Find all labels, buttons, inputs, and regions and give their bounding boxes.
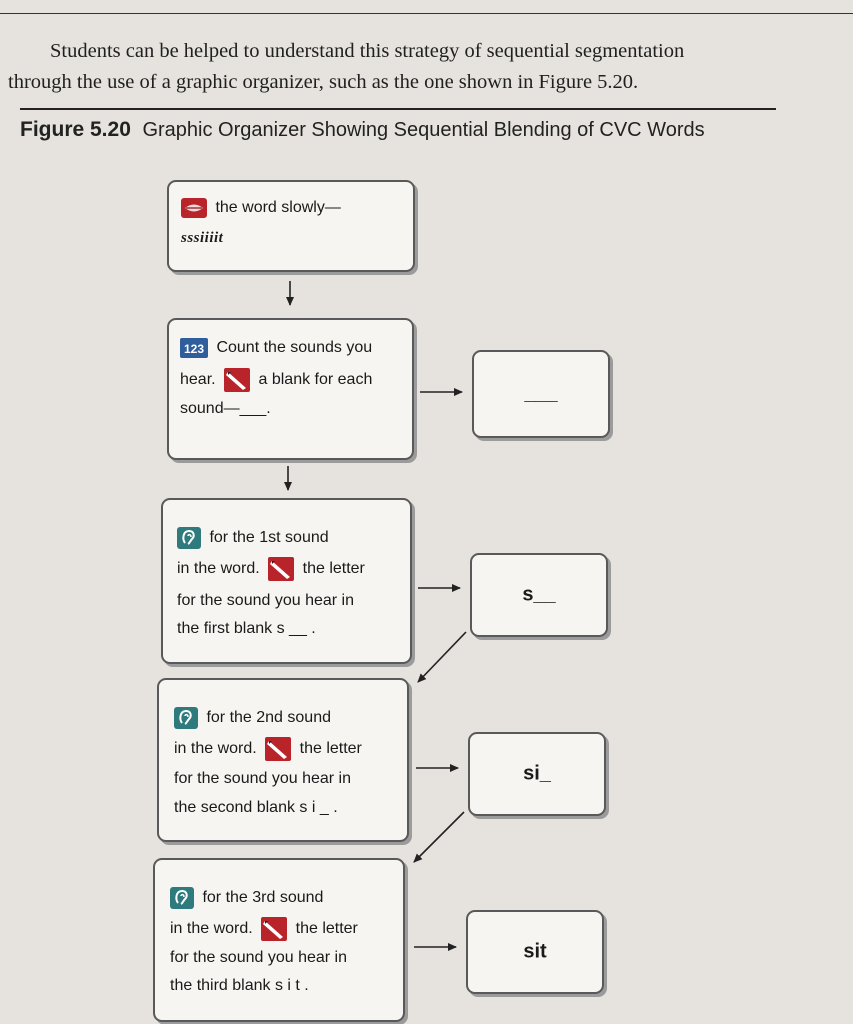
intro-paragraph: Students can be helped to understand thi… (8, 36, 843, 98)
figure-rule (20, 108, 776, 110)
figure-number: Figure 5.20 (20, 118, 131, 141)
step4-line2b: the letter (299, 740, 362, 758)
step5-line2b: the letter (295, 920, 358, 938)
step2-line1: Count the sounds you (216, 339, 373, 357)
step2-line3: sound—___. (180, 400, 271, 417)
step-box-say-word: the word slowly— sssiiiit (167, 180, 415, 272)
step3-line1: for the 1st sound (209, 529, 329, 547)
step2-line2b: a blank for each (258, 371, 373, 389)
pencil-icon (261, 917, 288, 941)
step4-line1: for the 2nd sound (206, 709, 331, 727)
ear-icon (170, 887, 194, 909)
step3-line4: the first blank s __ . (177, 620, 316, 637)
result-box-blanks: ___ (472, 350, 610, 438)
step4-line4: the second blank s i _ . (174, 799, 338, 816)
pencil-icon (268, 557, 295, 581)
step5-line1: for the 3rd sound (202, 889, 324, 907)
pencil-icon (224, 368, 251, 392)
step1-line1: the word slowly— (215, 199, 341, 217)
step3-line3: for the sound you hear in (177, 592, 355, 609)
result-box-si: si_ (468, 732, 606, 816)
step3-line2b: the letter (302, 560, 365, 578)
step5-line4: the third blank s i t . (170, 977, 309, 994)
diag-arrow-2 (413, 811, 465, 863)
result-si: si_ (523, 762, 551, 785)
step-box-second-sound: for the 2nd sound in the word. the lette… (157, 678, 409, 842)
mouth-icon (181, 198, 207, 218)
step5-line2a: in the word. (170, 920, 253, 938)
numbers-123-icon: 123 (180, 338, 208, 358)
step4-line3: for the sound you hear in (174, 770, 352, 787)
step1-stretched-word: sssiiiit (181, 230, 224, 246)
diag-arrow-1 (417, 631, 467, 683)
result-s: s__ (522, 583, 556, 606)
result-box-s: s__ (470, 553, 608, 637)
ear-icon (174, 707, 198, 729)
step-box-first-sound: for the 1st sound in the word. the lette… (161, 498, 412, 664)
svg-text:123: 123 (184, 342, 204, 356)
result-blanks: ___ (524, 382, 558, 405)
step4-line2a: in the word. (174, 740, 257, 758)
step-box-count-sounds: 123 Count the sounds you hear. a blank f… (167, 318, 414, 460)
ear-icon (177, 527, 201, 549)
step-box-third-sound: for the 3rd sound in the word. the lette… (153, 858, 405, 1022)
pencil-icon (265, 737, 292, 761)
result-sit: sit (523, 940, 547, 963)
figure-caption: Figure 5.20 Graphic Organizer Showing Se… (20, 118, 705, 142)
step5-line3: for the sound you hear in (170, 949, 348, 966)
step2-line2a: hear. (180, 371, 216, 389)
figure-title: Graphic Organizer Showing Sequential Ble… (142, 119, 705, 141)
intro-line-1: Students can be helped to understand thi… (50, 40, 685, 62)
top-rule (0, 13, 853, 14)
result-box-sit: sit (466, 910, 604, 994)
intro-line-2: through the use of a graphic organizer, … (8, 71, 639, 93)
step3-line2a: in the word. (177, 560, 260, 578)
